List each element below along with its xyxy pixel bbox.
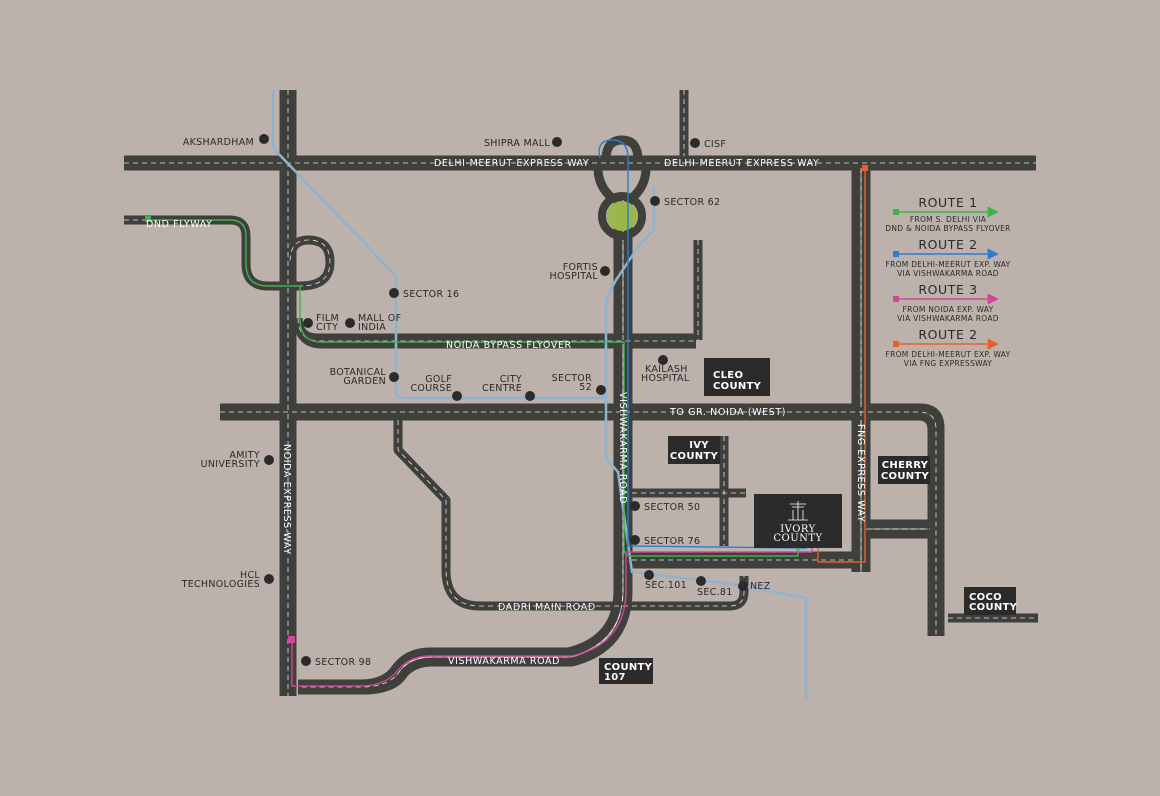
label-sector-52-2: 52	[579, 382, 592, 393]
route1-green	[148, 219, 799, 557]
legend-route-1-title: ROUTE 1	[918, 195, 977, 210]
label-city-centre-1: CITY	[500, 374, 522, 385]
cherry-county-label-1: CHERRY	[882, 460, 929, 471]
label-sector-50: SECTOR 50	[644, 502, 700, 513]
roundabout-green	[607, 201, 637, 231]
vishwakarma-road-vertical	[298, 200, 623, 689]
coco-county-label-1: COCO	[969, 592, 1002, 603]
county-107-label-2: 107	[604, 672, 626, 683]
label-sector-98: SECTOR 98	[315, 657, 371, 668]
label-vishwakarma-bottom: VISHWAKARMA ROAD	[448, 656, 560, 667]
roundabout-circle	[598, 192, 646, 240]
label-cisf: CISF	[704, 139, 726, 150]
route3-pink	[291, 546, 813, 687]
legend-route-3-title: ROUTE 3	[918, 282, 977, 297]
label-to-gr-noida: TO GR. NOIDA (WEST)	[669, 407, 786, 418]
label-film-city-2: CITY	[316, 322, 338, 333]
legend-route-1: ROUTE 1 FROM S. DELHI VIA DND & NOIDA BY…	[885, 195, 1010, 233]
place-markers	[259, 134, 748, 666]
label-sector-62: SECTOR 62	[664, 197, 720, 208]
legend-route-4-line2: VIA FNG EXPRESSWAY	[904, 359, 993, 368]
to-gr-noida-road	[220, 403, 945, 636]
to-gr-noida-road-2	[220, 411, 937, 636]
label-amity-1: AMITY	[229, 450, 260, 461]
cleo-county-label-2: COUNTY	[713, 381, 762, 392]
county-107-box: COUNTY 107	[599, 658, 653, 684]
label-kailash-2: HOSPITAL	[641, 373, 690, 384]
label-sec-81: SEC.81	[697, 587, 733, 598]
label-noida-expressway: NOIDA EXPRESS-WAY	[281, 444, 292, 555]
label-fng-expressway: FNG EXPRESS WAY	[855, 424, 866, 522]
label-shipra-mall: SHIPRA MALL	[484, 138, 550, 149]
roundabout-south-1	[593, 167, 616, 202]
legend-route-3-line2: VIA VISHWAKARMA ROAD	[897, 314, 999, 323]
cherry-county-label-2: COUNTY	[881, 471, 930, 482]
label-mall-of-india-1: MALL OF	[358, 313, 401, 324]
route4-orange	[817, 168, 866, 563]
road-network	[124, 90, 1038, 696]
cleo-county-box: CLEO COUNTY	[704, 358, 770, 396]
road-labels: DELHI-MEERUT EXPRESS WAY DELHI-MEERUT EX…	[146, 158, 866, 667]
label-golf-1: GOLF	[425, 374, 452, 385]
label-delhi-meerut-right: DELHI-MEERUT EXPRESS WAY	[664, 158, 819, 169]
label-film-city-1: FILM	[316, 313, 339, 324]
label-delhi-meerut-left: DELHI-MEERUT EXPRESS WAY	[434, 158, 589, 169]
project-boxes: CLEO COUNTY IVY COUNTY CHERRY COUNTY COC…	[599, 358, 1018, 684]
label-nez: NEZ	[750, 581, 771, 592]
coco-county-box: COCO COUNTY	[964, 587, 1018, 615]
metro-line-south	[604, 392, 808, 700]
legend-route-2-title: ROUTE 2	[918, 237, 977, 252]
label-botanical-1: BOTANICAL	[330, 367, 387, 378]
ivy-county-box: IVY COUNTY	[668, 436, 720, 464]
legend-route-1-line1: FROM S. DELHI VIA	[910, 215, 987, 224]
label-dadri-main: DADRI MAIN ROAD	[498, 602, 596, 613]
label-city-centre-2: CENTRE	[482, 383, 522, 394]
county-107-label-1: COUNTY	[604, 662, 653, 673]
label-golf-2: COURSE	[411, 383, 453, 394]
label-sector-52-1: SECTOR	[552, 373, 592, 384]
legend-route-2: ROUTE 2 FROM DELHI-MEERUT EXP. WAY VIA V…	[885, 237, 1010, 278]
metro-line	[271, 90, 656, 400]
label-sec-101: SEC.101	[645, 580, 687, 591]
cherry-county-box: CHERRY COUNTY	[878, 456, 930, 484]
label-sector-16: SECTOR 16	[403, 289, 459, 300]
legend-route-2-line1: FROM DELHI-MEERUT EXP. WAY	[885, 260, 1010, 269]
label-sector-76: SECTOR 76	[644, 536, 700, 547]
ivy-county-label-1: IVY	[689, 440, 709, 451]
legend-route-2-line2: VIA VISHWAKARMA ROAD	[897, 269, 999, 278]
route-lines	[148, 90, 866, 700]
route-legend: ROUTE 1 FROM S. DELHI VIA DND & NOIDA BY…	[885, 195, 1010, 368]
roundabout-south-2	[628, 167, 651, 202]
ivy-county-label-2: COUNTY	[670, 451, 719, 462]
ivory-county-box: IVORY COUNTY	[754, 494, 842, 548]
legend-route-4-title: ROUTE 2	[918, 327, 977, 342]
label-fortis-1: FORTIS	[563, 262, 598, 273]
label-mall-of-india-2: INDIA	[358, 322, 386, 333]
label-hcl-2: TECHNOLOGIES	[181, 579, 260, 590]
legend-route-1-line2: DND & NOIDA BYPASS FLYOVER	[885, 224, 1010, 233]
legend-route-3-line1: FROM NOIDA EXP. WAY	[902, 305, 993, 314]
label-akshardham: AKSHARDHAM	[183, 137, 254, 148]
label-vishwakarma-vertical: VISHWAKARMA ROAD	[617, 392, 628, 504]
cleo-county-label-1: CLEO	[713, 370, 743, 381]
label-amity-2: UNIVERSITY	[201, 459, 260, 470]
ivory-county-label-2: COUNTY	[773, 533, 822, 544]
coco-county-label-2: COUNTY	[969, 602, 1018, 613]
legend-route-4-line1: FROM DELHI-MEERUT EXP. WAY	[885, 350, 1010, 359]
label-kailash-1: KAILASH	[645, 364, 688, 375]
roundabout-loop	[601, 135, 643, 161]
label-botanical-2: GARDEN	[343, 376, 386, 387]
legend-route-3: ROUTE 3 FROM NOIDA EXP. WAY VIA VISHWAKA…	[893, 282, 999, 323]
ivory-county-label-1: IVORY	[780, 524, 816, 535]
label-dnd-flyway: DND FLYWAY	[146, 219, 213, 230]
place-labels: AKSHARDHAM SHIPRA MALL CISF SECTOR 62 FO…	[181, 137, 771, 668]
vishwakarma-road-vertical-2	[298, 200, 633, 695]
label-noida-bypass: NOIDA BYPASS FLYOVER	[446, 340, 572, 351]
ivory-county-logo-icon	[788, 501, 808, 521]
route2-blue	[598, 139, 807, 549]
label-fortis-2: HOSPITAL	[550, 271, 599, 282]
label-hcl-1: HCL	[240, 570, 260, 581]
legend-route-4: ROUTE 2 FROM DELHI-MEERUT EXP. WAY VIA F…	[885, 327, 1010, 368]
